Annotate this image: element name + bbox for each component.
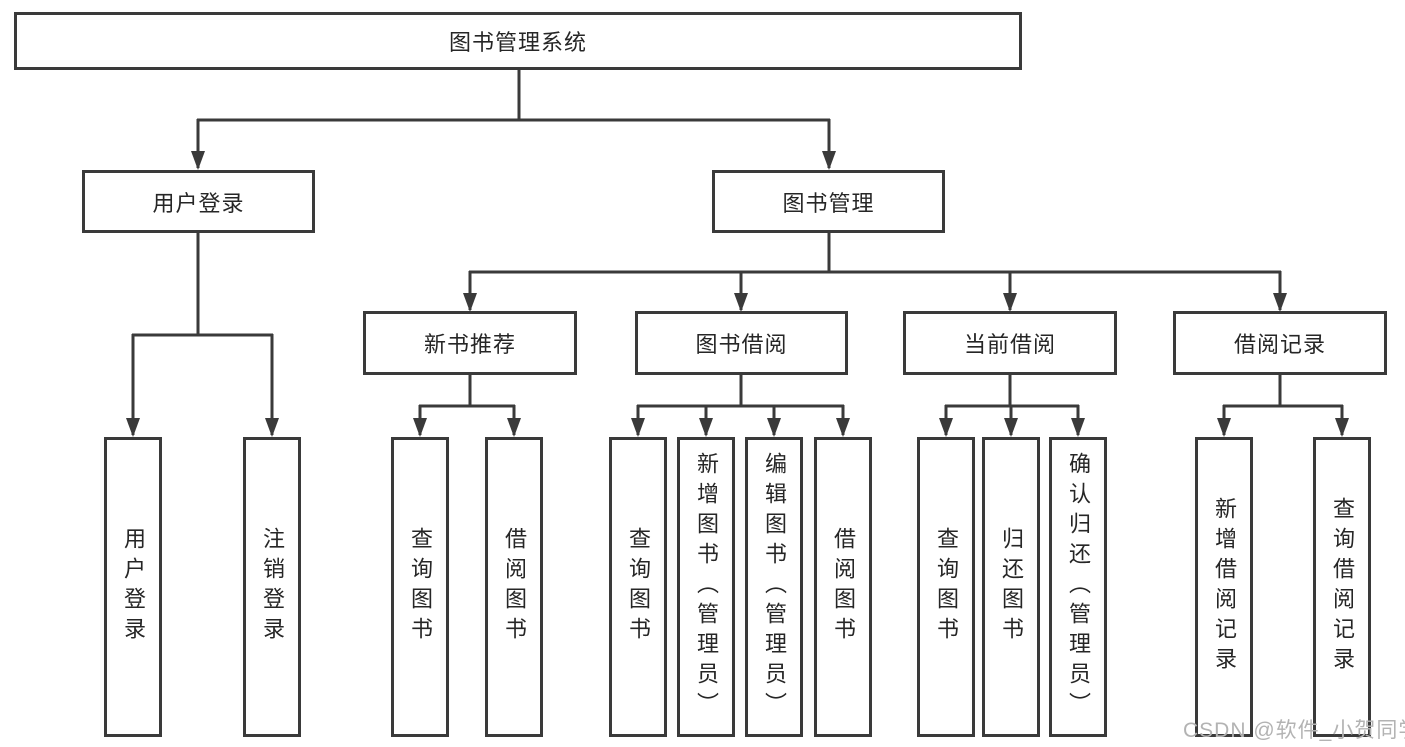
leaf-logout-login: 注销登录	[243, 437, 301, 737]
node-book-borrow: 图书借阅	[635, 311, 848, 375]
node-current-borrow: 当前借阅	[903, 311, 1117, 375]
leaf-user-login: 用户登录	[104, 437, 162, 737]
leaf-current-confirm-return-admin: 确认归还（管理员）	[1049, 437, 1107, 737]
leaf-current-return-books: 归还图书	[982, 437, 1040, 737]
leaf-records-add-record: 新增借阅记录	[1195, 437, 1253, 737]
leaf-borrow-edit-books-admin: 编辑图书（管理员）	[745, 437, 803, 737]
node-book-management: 图书管理	[712, 170, 945, 233]
leaf-records-query-record: 查询借阅记录	[1313, 437, 1371, 737]
leaf-borrow-add-books-admin: 新增图书（管理员）	[677, 437, 735, 737]
node-user-login: 用户登录	[82, 170, 315, 233]
node-new-book-recommend: 新书推荐	[363, 311, 577, 375]
leaf-borrow-query-books: 查询图书	[609, 437, 667, 737]
leaf-current-query-books: 查询图书	[917, 437, 975, 737]
leaf-newbooks-query-books: 查询图书	[391, 437, 449, 737]
node-borrow-records: 借阅记录	[1173, 311, 1387, 375]
leaf-borrow-borrow-books: 借阅图书	[814, 437, 872, 737]
leaf-newbooks-borrow-books: 借阅图书	[485, 437, 543, 737]
root-node-library-system: 图书管理系统	[14, 12, 1022, 70]
csdn-watermark: CSDN @软件_小贺同学	[1183, 719, 1405, 742]
